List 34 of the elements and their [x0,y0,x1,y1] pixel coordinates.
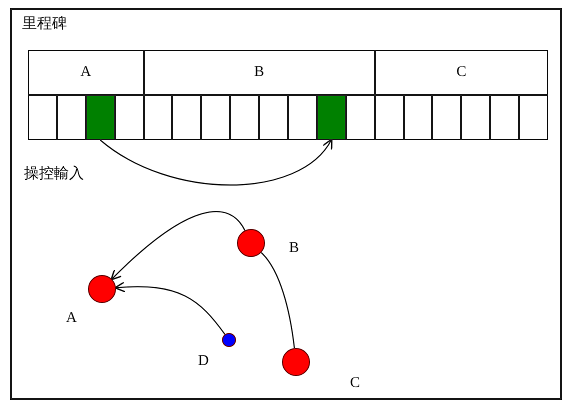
header-cell: C [374,50,548,95]
timeline-cell [259,95,288,140]
point-dot [222,333,236,347]
arrow [110,211,246,280]
timeline-cell [56,95,86,140]
timeline-cell [201,95,230,140]
highlighted-cell [86,95,115,140]
timeline-cell [230,95,260,140]
point-label: C [350,375,360,392]
arrow [114,282,226,335]
timeline-cell [432,95,462,140]
timeline-cell [28,95,57,140]
timeline-cell [144,95,172,140]
timeline-cell [114,95,144,140]
timeline-cell [461,95,490,140]
point-label: D [198,353,209,370]
timeline-cell [346,95,375,140]
marker-dot [88,275,116,303]
timeline-cell [490,95,520,140]
marker-dot [237,229,265,257]
timeline-cell [519,95,548,140]
header-cell: A [28,50,144,95]
timeline-cell [404,95,432,140]
section-title: 里程碑 [22,14,67,33]
timeline-cell [288,95,317,140]
point-label: A [66,310,77,327]
point-label: B [289,240,300,257]
timeline-cell [172,95,202,140]
highlighted-cell [316,95,346,140]
marker-dot [282,348,310,376]
arrow [100,138,333,186]
header-cell: B [144,50,375,95]
timeline-cell [374,95,404,140]
section-label: 操控輸入 [24,164,84,183]
